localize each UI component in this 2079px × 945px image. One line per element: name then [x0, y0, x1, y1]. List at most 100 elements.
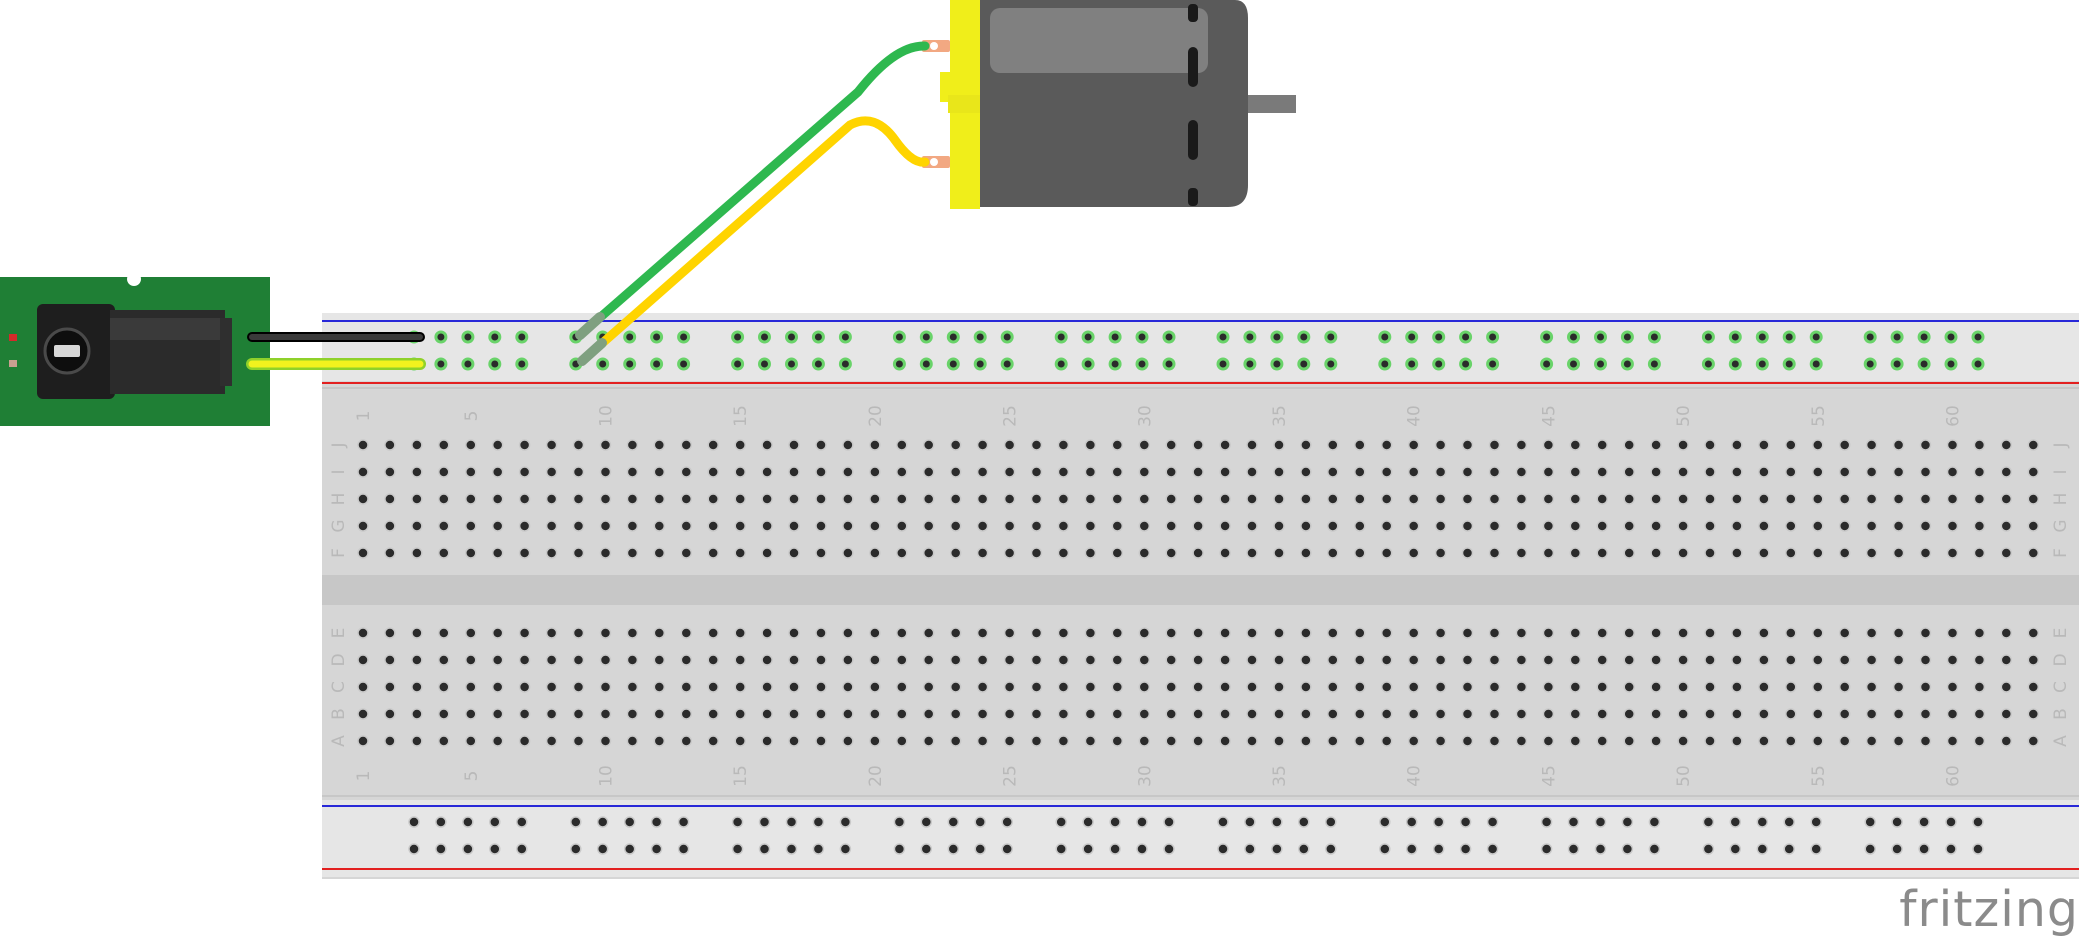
breadboard-hole-d10	[599, 654, 612, 666]
breadboard-hole-d34	[1246, 654, 1258, 666]
wire-motor-green-end	[575, 312, 605, 340]
breadboard-hole-j59	[1919, 439, 1932, 451]
row-letter-right: D	[2051, 653, 2071, 666]
breadboard-hole-f48	[1623, 547, 1635, 559]
breadboard-hole-f40	[1407, 547, 1420, 559]
top-rail-hole-minus-25	[1162, 357, 1176, 371]
breadboard-hole-h44	[1515, 493, 1528, 505]
breadboard-hole-e56	[1838, 627, 1851, 639]
breadboard-hole-f33	[1219, 547, 1231, 559]
breadboard-hole-i51	[1704, 466, 1716, 478]
breadboard-hole-e14	[707, 627, 719, 639]
breadboard-hole-g16	[761, 520, 773, 532]
breadboard-hole-a11	[626, 735, 639, 747]
breadboard-hole-c25	[1003, 681, 1016, 693]
row-letter-left: E	[329, 628, 349, 639]
breadboard-hole-a10	[599, 735, 612, 747]
breadboard-hole-g31	[1165, 520, 1177, 532]
breadboard-hole-j49	[1650, 439, 1662, 451]
breadboard-hole-c5	[465, 681, 477, 693]
breadboard-hole-g57	[1865, 520, 1878, 532]
breadboard-hole-h28	[1084, 493, 1097, 505]
breadboard-hole-g8	[545, 520, 558, 532]
top-rail-hole-plus-50	[1971, 330, 1985, 344]
breadboard-hole-b20	[869, 708, 881, 720]
breadboard-hole-f63	[2027, 547, 2040, 559]
bottom-rail-hole-minus-31	[1379, 843, 1391, 855]
breadboard-hole-g45	[1542, 520, 1555, 532]
breadboard-hole-g6	[491, 520, 504, 532]
breadboard-hole-e35	[1273, 627, 1285, 639]
breadboard-hole-j56	[1838, 439, 1851, 451]
bottom-rail-hole-plus-35	[1486, 816, 1499, 828]
breadboard-hole-h35	[1273, 493, 1285, 505]
breadboard-hole-h16	[761, 493, 773, 505]
breadboard-hole-c36	[1300, 681, 1312, 693]
breadboard-hole-i2	[384, 466, 396, 478]
breadboard-hole-i48	[1623, 466, 1635, 478]
breadboard-hole-h30	[1138, 493, 1151, 505]
breadboard-hole-e58	[1892, 627, 1905, 639]
breadboard-hole-i53	[1758, 466, 1770, 478]
breadboard-hole-d35	[1273, 654, 1285, 666]
breadboard-hole-g24	[976, 520, 989, 532]
column-number-bottom: 25	[1001, 765, 1021, 787]
wires	[246, 41, 930, 370]
column-number-top: 55	[1809, 405, 1829, 427]
breadboard-hole-a38	[1354, 735, 1366, 747]
breadboard-hole-a43	[1488, 735, 1501, 747]
breadboard-hole-j57	[1865, 439, 1878, 451]
breadboard-hole-c17	[788, 681, 800, 693]
breadboard-hole-e41	[1434, 627, 1447, 639]
bottom-rail-hole-plus-15	[839, 816, 852, 828]
breadboard-hole-c29	[1111, 681, 1124, 693]
top-rail-hole-minus-48	[1917, 357, 1931, 371]
column-number-bottom: 60	[1944, 765, 1964, 787]
breadboard-hole-c4	[438, 681, 450, 693]
bottom-rail-hole-minus-9	[650, 843, 663, 855]
top-rail-hole-minus-23	[1108, 357, 1122, 371]
bottom-rail-hole-minus-4	[489, 843, 501, 855]
bottom-rail-hole-plus-33	[1432, 816, 1445, 828]
breadboard-hole-b55	[1812, 708, 1824, 720]
breadboard-hole-i16	[761, 466, 773, 478]
breadboard-hole-f12	[653, 547, 666, 559]
top-rail-hole-plus-5	[515, 330, 529, 344]
breadboard-hole-i8	[545, 466, 558, 478]
top-rail-hole-plus-30	[1324, 330, 1338, 344]
breadboard-hole-h29	[1111, 493, 1124, 505]
top-rail-hole-plus-41	[1701, 330, 1715, 344]
bottom-rail-hole-plus-1	[408, 816, 420, 828]
breadboard-hole-b58	[1892, 708, 1905, 720]
bottom-rail-hole-minus-34	[1459, 843, 1472, 855]
breadboard-hole-a37	[1327, 735, 1339, 747]
top-rail-hole-minus-21	[1054, 357, 1068, 371]
breadboard-hole-c51	[1704, 681, 1716, 693]
row-letter-left: G	[329, 519, 349, 532]
bottom-rail-hole-minus-48	[1918, 843, 1930, 855]
breadboard-hole-d56	[1838, 654, 1851, 666]
breadboard-hole-h8	[545, 493, 558, 505]
motor-bushing-tab	[948, 95, 990, 113]
breadboard-hole-f2	[384, 547, 396, 559]
breadboard-hole-a54	[1785, 735, 1797, 747]
breadboard-hole-d24	[976, 654, 989, 666]
breadboard-hole-h22	[922, 493, 935, 505]
breadboard-hole-a36	[1300, 735, 1312, 747]
bottom-rail-hole-minus-40	[1648, 843, 1661, 855]
row-letter-left: H	[329, 493, 349, 506]
breadboard-hole-h46	[1569, 493, 1582, 505]
breadboard-hole-f1	[357, 547, 369, 559]
column-number-top: 30	[1135, 405, 1155, 427]
bottom-rail-hole-plus-36	[1540, 816, 1553, 828]
breadboard-hole-h52	[1731, 493, 1743, 505]
breadboard-hole-e51	[1704, 627, 1716, 639]
breadboard-hole-c27	[1057, 681, 1070, 693]
bottom-rail-hole-minus-18	[947, 843, 960, 855]
bottom-rail-hole-minus-19	[974, 843, 986, 855]
breadboard-hole-b36	[1300, 708, 1312, 720]
breadboard-hole-g39	[1380, 520, 1393, 532]
breadboard-hole-f18	[815, 547, 827, 559]
breadboard-hole-g61	[1973, 520, 1986, 532]
top-rail-hole-minus-36	[1540, 357, 1554, 371]
